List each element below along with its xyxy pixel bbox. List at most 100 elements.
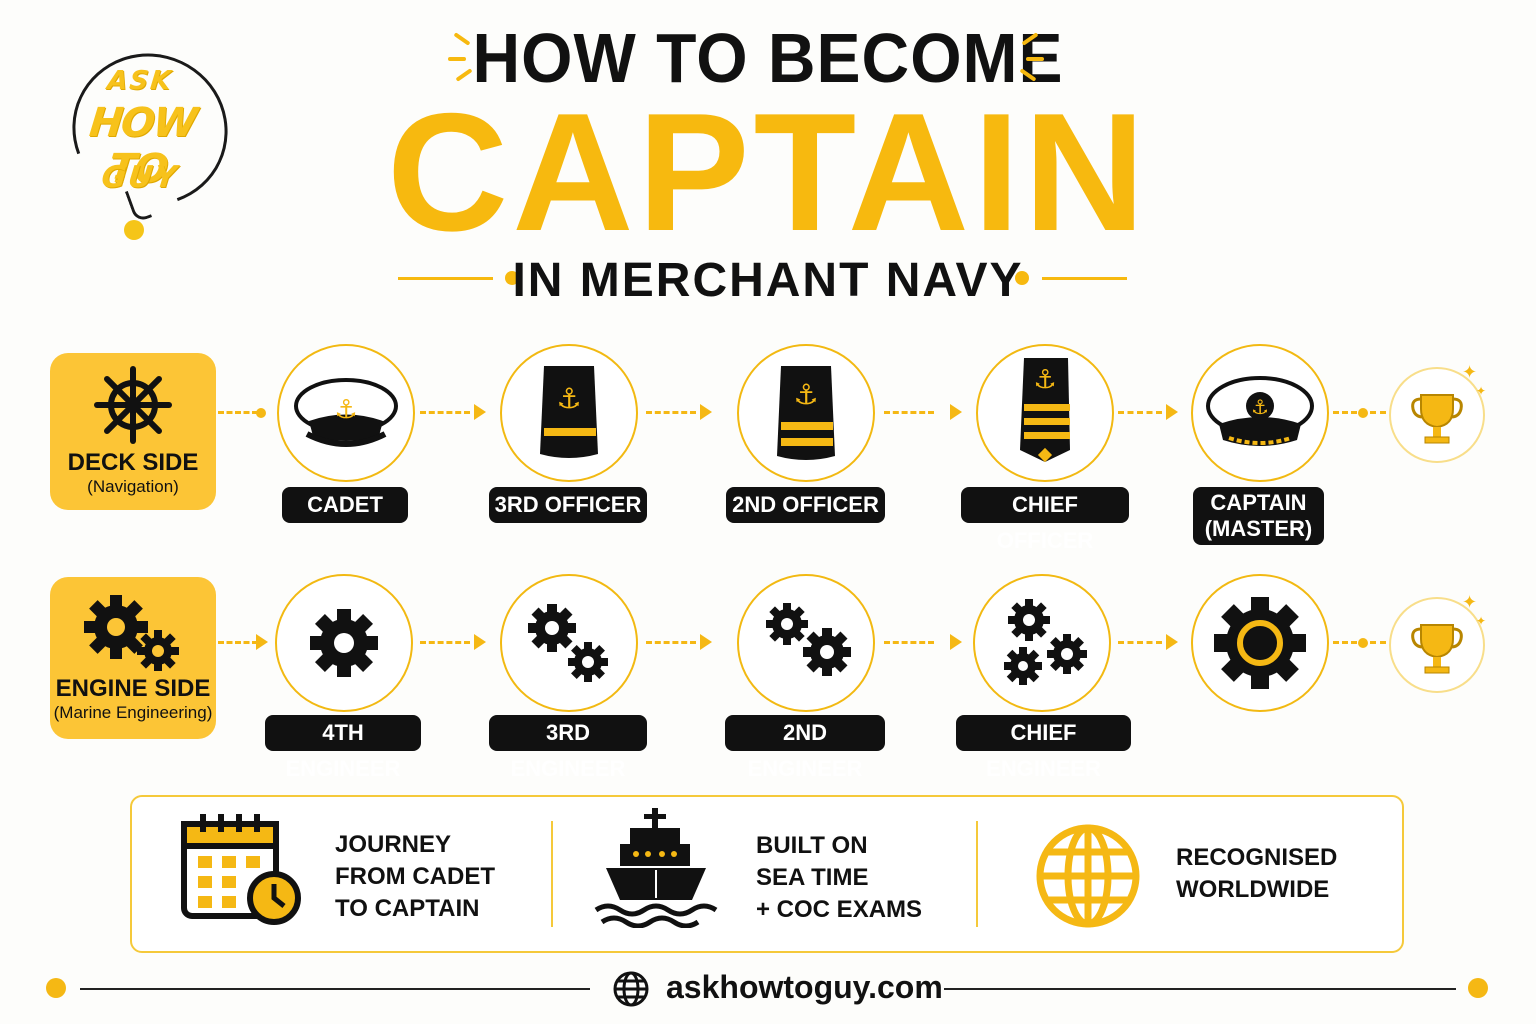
info-divider (976, 821, 978, 927)
info-journey-text: JOURNEY FROM CADET TO CAPTAIN (335, 829, 495, 925)
globe-icon (612, 970, 650, 1012)
third-engineer-circle (500, 574, 638, 712)
fourth-engineer-circle (275, 574, 413, 712)
info-journey-line3: TO CAPTAIN (335, 895, 480, 922)
deck-side-subtitle: (Navigation) (87, 477, 179, 496)
arrow-head-icon (256, 634, 268, 650)
sparkle-icon: ✦ (1462, 362, 1478, 383)
path-connector (420, 641, 470, 644)
calendar-clock-icon (180, 812, 304, 932)
captain-circle: ⚓ (1191, 344, 1329, 482)
path-connector (1118, 411, 1162, 414)
captain-cap-icon: ⚓ (1206, 376, 1314, 446)
info-sea-time-line2: SEA TIME (756, 864, 869, 891)
subtitle-dot-left (505, 271, 519, 285)
footer-website-link[interactable]: askhowtoguy.com (666, 969, 943, 1005)
path-dot (1358, 408, 1368, 418)
rank-label-3rd-officer: 3RD OFFICER (489, 487, 647, 523)
gear-icon (310, 609, 378, 677)
footer-rule-right (944, 988, 1456, 990)
info-sea-time-line3: + COC EXAMS (756, 896, 923, 923)
rank-label-4th-engineer: 4TH ENGINEER (265, 715, 421, 781)
arrow-head-icon (700, 634, 712, 650)
two-gears-icon (766, 603, 851, 676)
title-captain: CAPTAIN (386, 78, 1150, 266)
two-gears-icon (528, 604, 608, 682)
chief-officer-circle: ⚓ (976, 344, 1114, 482)
engine-side-box: ENGINE SIDE (Marine Engineering) (50, 577, 216, 739)
arrow-head-icon (700, 404, 712, 420)
svg-text:⚓: ⚓ (1033, 365, 1056, 395)
path-connector (1118, 641, 1162, 644)
arrow-head-icon (950, 404, 962, 420)
path-connector (1370, 411, 1386, 414)
arrow-head-icon (474, 404, 486, 420)
subtitle-rule-right (1042, 277, 1127, 280)
brand-logo: ASK HOW TO GUY (47, 28, 253, 248)
path-connector (1333, 641, 1357, 644)
path-connector (1370, 641, 1386, 644)
rank-label-2nd-officer: 2ND OFFICER (726, 487, 885, 523)
path-connector (420, 411, 470, 414)
rank-label-cadet: CADET (282, 487, 408, 523)
epaulette-three-stripe-icon: ⚓ (1020, 358, 1070, 463)
question-dot (124, 220, 144, 240)
info-recognised-line2: WORLDWIDE (1176, 876, 1330, 903)
spark-icon (1026, 57, 1044, 61)
ship-wheel-icon (94, 366, 172, 444)
svg-text:⚓: ⚓ (556, 382, 581, 415)
deck-side-title: DECK SIDE (67, 449, 199, 476)
footer-dot-left (46, 978, 66, 998)
gears-icon (84, 595, 179, 672)
info-recognised-text: RECOGNISED WORLDWIDE (1176, 842, 1337, 906)
rank-label-captain: CAPTAIN (MASTER) (1193, 487, 1324, 545)
svg-text:⚓: ⚓ (334, 395, 357, 425)
footer-dot-right (1468, 978, 1488, 998)
trophy-icon (1411, 624, 1463, 674)
engine-final-circle (1191, 574, 1329, 712)
ship-icon (592, 806, 720, 932)
rank-label-2nd-engineer: 2ND ENGINEER (725, 715, 885, 781)
deck-side-box: DECK SIDE (Navigation) (50, 353, 216, 510)
spark-icon (448, 57, 466, 61)
subtitle-rule-left (398, 277, 493, 280)
path-dot (256, 408, 266, 418)
path-connector (646, 641, 696, 644)
epaulette-one-stripe-icon: ⚓ (540, 366, 598, 458)
cadet-circle: ⚓ (277, 344, 415, 482)
deck-goal-circle (1389, 367, 1485, 463)
cadet-cap-icon: ⚓ (294, 378, 398, 447)
engine-side-title: ENGINE SIDE (55, 675, 211, 702)
path-connector (1333, 411, 1357, 414)
subtitle-dot-right (1015, 271, 1029, 285)
engine-goal-circle (1389, 597, 1485, 693)
info-journey-line1: JOURNEY (335, 831, 452, 858)
sparkle-icon: ✦ (1476, 384, 1487, 398)
path-connector (218, 411, 258, 414)
trophy-icon (1411, 394, 1463, 444)
arrow-head-icon (1166, 404, 1178, 420)
arrow-head-icon (1166, 634, 1178, 650)
info-panel (130, 795, 1404, 953)
info-journey-line2: FROM CADET (335, 863, 495, 890)
third-officer-circle: ⚓ (500, 344, 638, 482)
sparkle-icon: ✦ (1476, 614, 1487, 628)
three-gears-icon (1004, 599, 1087, 685)
rank-label-chief-engineer: CHIEF ENGINEER (956, 715, 1131, 781)
path-connector (884, 411, 934, 414)
rank-label-3rd-engineer: 3RD ENGINEER (489, 715, 647, 781)
info-recognised-line1: RECOGNISED (1176, 844, 1338, 871)
svg-text:⚓: ⚓ (1251, 395, 1269, 419)
chief-engineer-circle (973, 574, 1111, 712)
info-sea-time-line1: BUILT ON (756, 832, 868, 859)
title-how-to-become: HOW TO BECOME (472, 19, 1064, 97)
second-officer-circle: ⚓ (737, 344, 875, 482)
globe-icon (1034, 822, 1142, 934)
engine-side-subtitle: (Marine Engineering) (53, 703, 213, 722)
svg-text:⚓: ⚓ (793, 378, 818, 411)
path-connector (218, 641, 258, 644)
second-engineer-circle (737, 574, 875, 712)
arrow-head-icon (950, 634, 962, 650)
info-divider (551, 821, 553, 927)
footer-rule-left (80, 988, 590, 990)
